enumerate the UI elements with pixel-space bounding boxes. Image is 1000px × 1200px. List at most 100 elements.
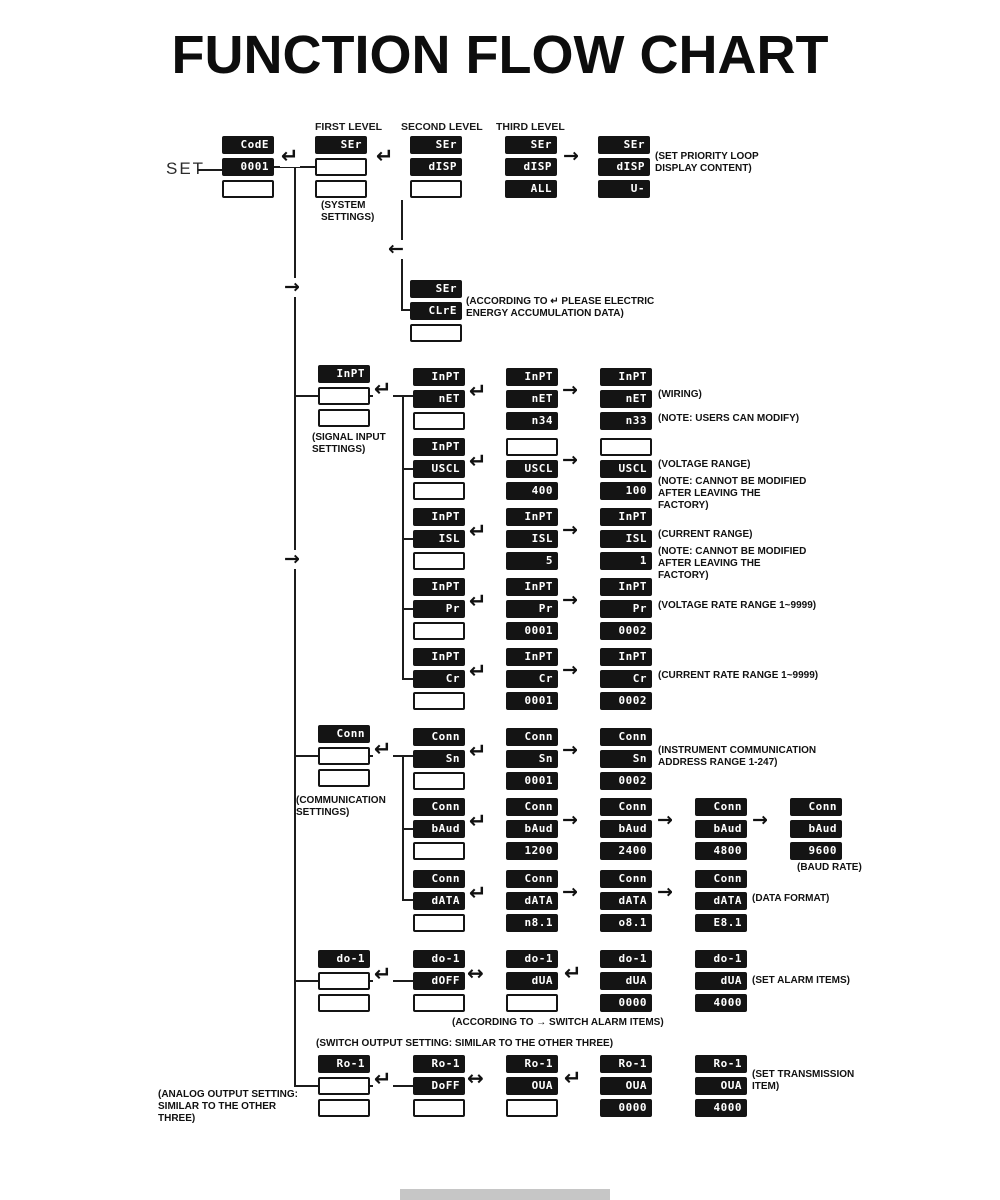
lcd-row: ALL [505, 180, 557, 198]
lcd-row [413, 994, 465, 1012]
enter-arrow-icon: ↵ [563, 961, 583, 985]
lcd-row: dATA [695, 892, 747, 910]
display-inpt-main: InPT [318, 365, 370, 427]
lcd-row: U- [598, 180, 650, 198]
lcd-row: Pr [506, 600, 558, 618]
annotation-note-modify: (NOTE: USERS CAN MODIFY) [658, 413, 800, 424]
lcd-row [318, 1077, 370, 1095]
lcd-row: USCL [506, 460, 558, 478]
lcd-row: InPT [413, 578, 465, 596]
connector-line [402, 395, 404, 680]
lcd-row: nET [600, 390, 652, 408]
lcd-row: nET [506, 390, 558, 408]
lcd-row: bAud [413, 820, 465, 838]
lcd-row: Conn [413, 728, 465, 746]
lcd-row [506, 1099, 558, 1117]
connector-line [401, 309, 410, 311]
lcd-row [318, 1099, 370, 1117]
lcd-row: SEr [410, 136, 462, 154]
lcd-row: dISP [505, 158, 557, 176]
lcd-row: 400 [506, 482, 558, 500]
lcd-row: Conn [506, 798, 558, 816]
display-do-main: do-1 [318, 950, 370, 1012]
lcd-row: SEr [598, 136, 650, 154]
lcd-row: CLrE [410, 302, 462, 320]
lcd-row: ISL [600, 530, 652, 548]
right-arrow-icon: → [562, 145, 580, 167]
annotation-data-format: (DATA FORMAT) [752, 893, 830, 904]
annotation-note-factory-voltage: (NOTE: CANNOT BE MODIFIED AFTER LEAVING … [658, 476, 807, 512]
lcd-row: Ro-1 [506, 1055, 558, 1073]
lcd-row [413, 842, 465, 860]
annotation-current-range: (CURRENT RANGE) [658, 529, 753, 540]
lcd-row: Conn [600, 870, 652, 888]
right-arrow-icon: → [561, 589, 579, 611]
annotation-clear-energy: (ACCORDING TO ↵ PLEASE ELECTRIC ENERGY A… [466, 296, 655, 320]
right-arrow-icon: → [561, 659, 579, 681]
lcd-row [318, 387, 370, 405]
lcd-row: dATA [506, 892, 558, 910]
lcd-row: Sn [413, 750, 465, 768]
enter-arrow-icon: ↵ [468, 519, 488, 543]
lcd-row: nET [413, 390, 465, 408]
lcd-row: 2400 [600, 842, 652, 860]
lcd-row: bAud [790, 820, 842, 838]
lcd-row: Cr [600, 670, 652, 688]
double-arrow-icon: ↔ [466, 1066, 485, 1090]
lcd-row: SEr [505, 136, 557, 154]
lcd-row [318, 747, 370, 765]
lcd-row: 0001 [222, 158, 274, 176]
lcd-row: dATA [600, 892, 652, 910]
annotation-switch-output: (SWITCH OUTPUT SETTING: SIMILAR TO THE O… [316, 1038, 614, 1049]
connector-line [296, 395, 318, 397]
connector-line [198, 169, 222, 171]
right-arrow-icon: → [283, 548, 301, 570]
annotation-baud-rate: (BAUD RATE) [797, 862, 862, 873]
annotation-comm-address: (INSTRUMENT COMMUNICATION ADDRESS RANGE … [658, 745, 817, 769]
lcd-row: InPT [413, 368, 465, 386]
connector-line [402, 538, 413, 540]
lcd-row [413, 1099, 465, 1117]
lcd-row [413, 552, 465, 570]
lcd-row: Cr [413, 670, 465, 688]
lcd-row: InPT [413, 438, 465, 456]
right-arrow-icon: → [561, 379, 579, 401]
lcd-row: n8.1 [506, 914, 558, 932]
lcd-row: 0000 [600, 1099, 652, 1117]
lcd-row [413, 692, 465, 710]
right-arrow-icon: → [283, 276, 301, 298]
lcd-row: InPT [600, 648, 652, 666]
lcd-row: do-1 [506, 950, 558, 968]
connector-line [296, 755, 318, 757]
right-arrow-icon: → [656, 881, 674, 903]
lcd-row: o8.1 [600, 914, 652, 932]
lcd-row: OUA [695, 1077, 747, 1095]
lcd-row: 1 [600, 552, 652, 570]
lcd-row: Ro-1 [318, 1055, 370, 1073]
lcd-row: 0002 [600, 692, 652, 710]
lcd-row [413, 412, 465, 430]
lcd-row: SEr [410, 280, 462, 298]
lcd-row [318, 409, 370, 427]
lcd-row: InPT [413, 508, 465, 526]
lcd-row [318, 994, 370, 1012]
lcd-row: 4000 [695, 994, 747, 1012]
lcd-row: 4000 [695, 1099, 747, 1117]
enter-arrow-icon: ↵ [373, 1067, 393, 1091]
lcd-row [506, 438, 558, 456]
lcd-row: Conn [695, 870, 747, 888]
connector-line [402, 828, 413, 830]
